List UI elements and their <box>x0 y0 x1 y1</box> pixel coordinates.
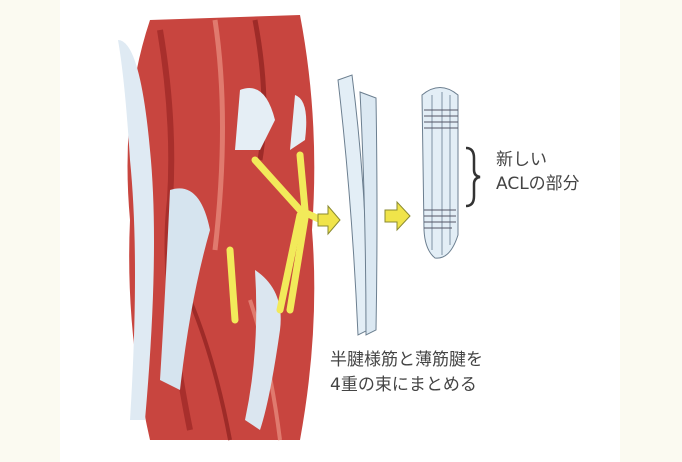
arrow-icon <box>384 200 411 232</box>
tendon-strip <box>337 74 378 336</box>
knee-muscles-illustration <box>118 15 315 441</box>
caption-line1: 半腱様筋と薄筋腱を <box>330 350 483 370</box>
quadruple-tendon-bundle <box>421 87 459 259</box>
harvested-tendons-yellow <box>226 151 329 324</box>
new-acl-label-line2: ACLの部分 <box>496 174 580 194</box>
arrow-icon <box>317 204 341 236</box>
brace-icon <box>465 146 481 208</box>
caption-line2: 4重の束にまとめる <box>330 375 477 395</box>
new-acl-label-line1: 新しい <box>496 150 547 170</box>
